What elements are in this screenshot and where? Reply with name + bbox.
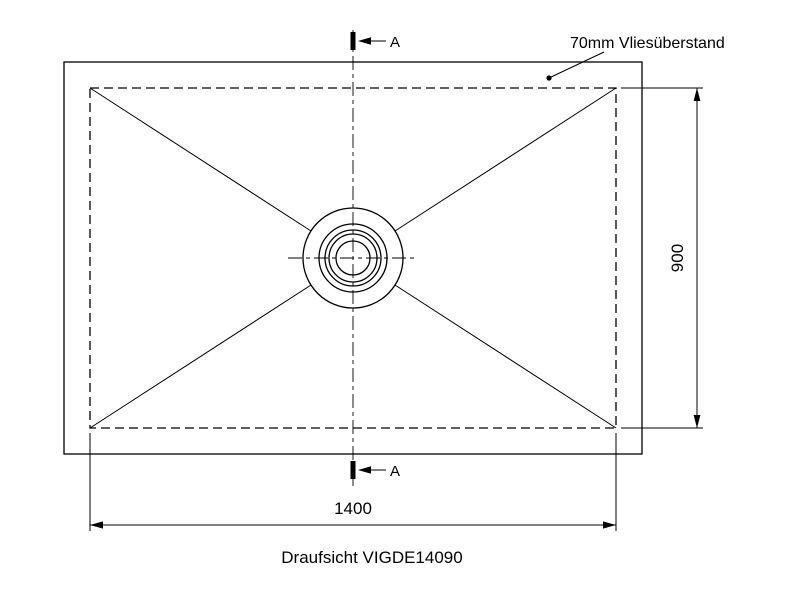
slope-diagonal-top-left bbox=[89, 87, 312, 232]
dim-arrowhead-up-icon bbox=[693, 88, 701, 101]
section-arrowhead-bottom-icon bbox=[358, 466, 371, 474]
leader-line bbox=[548, 51, 605, 79]
slope-diagonal-top-right bbox=[394, 87, 617, 232]
slope-diagonal-bottom-right bbox=[394, 284, 617, 429]
slope-diagonal-bottom-left bbox=[89, 284, 312, 429]
dim-arrowhead-left-icon bbox=[90, 521, 103, 529]
drawing-caption: Draufsicht VIGDE14090 bbox=[281, 548, 462, 567]
leader-dot-icon bbox=[546, 75, 552, 81]
dim-text-width: 1400 bbox=[334, 499, 372, 518]
dim-arrowhead-down-icon bbox=[693, 415, 701, 428]
section-arrowhead-top-icon bbox=[358, 37, 371, 45]
dim-arrowhead-right-icon bbox=[603, 521, 616, 529]
section-label-bottom: A bbox=[390, 463, 400, 480]
fleece-overhang-label: 70mm Vliesüberstand bbox=[570, 35, 725, 52]
dim-text-height: 900 bbox=[668, 244, 687, 272]
section-label-top: A bbox=[390, 34, 400, 51]
